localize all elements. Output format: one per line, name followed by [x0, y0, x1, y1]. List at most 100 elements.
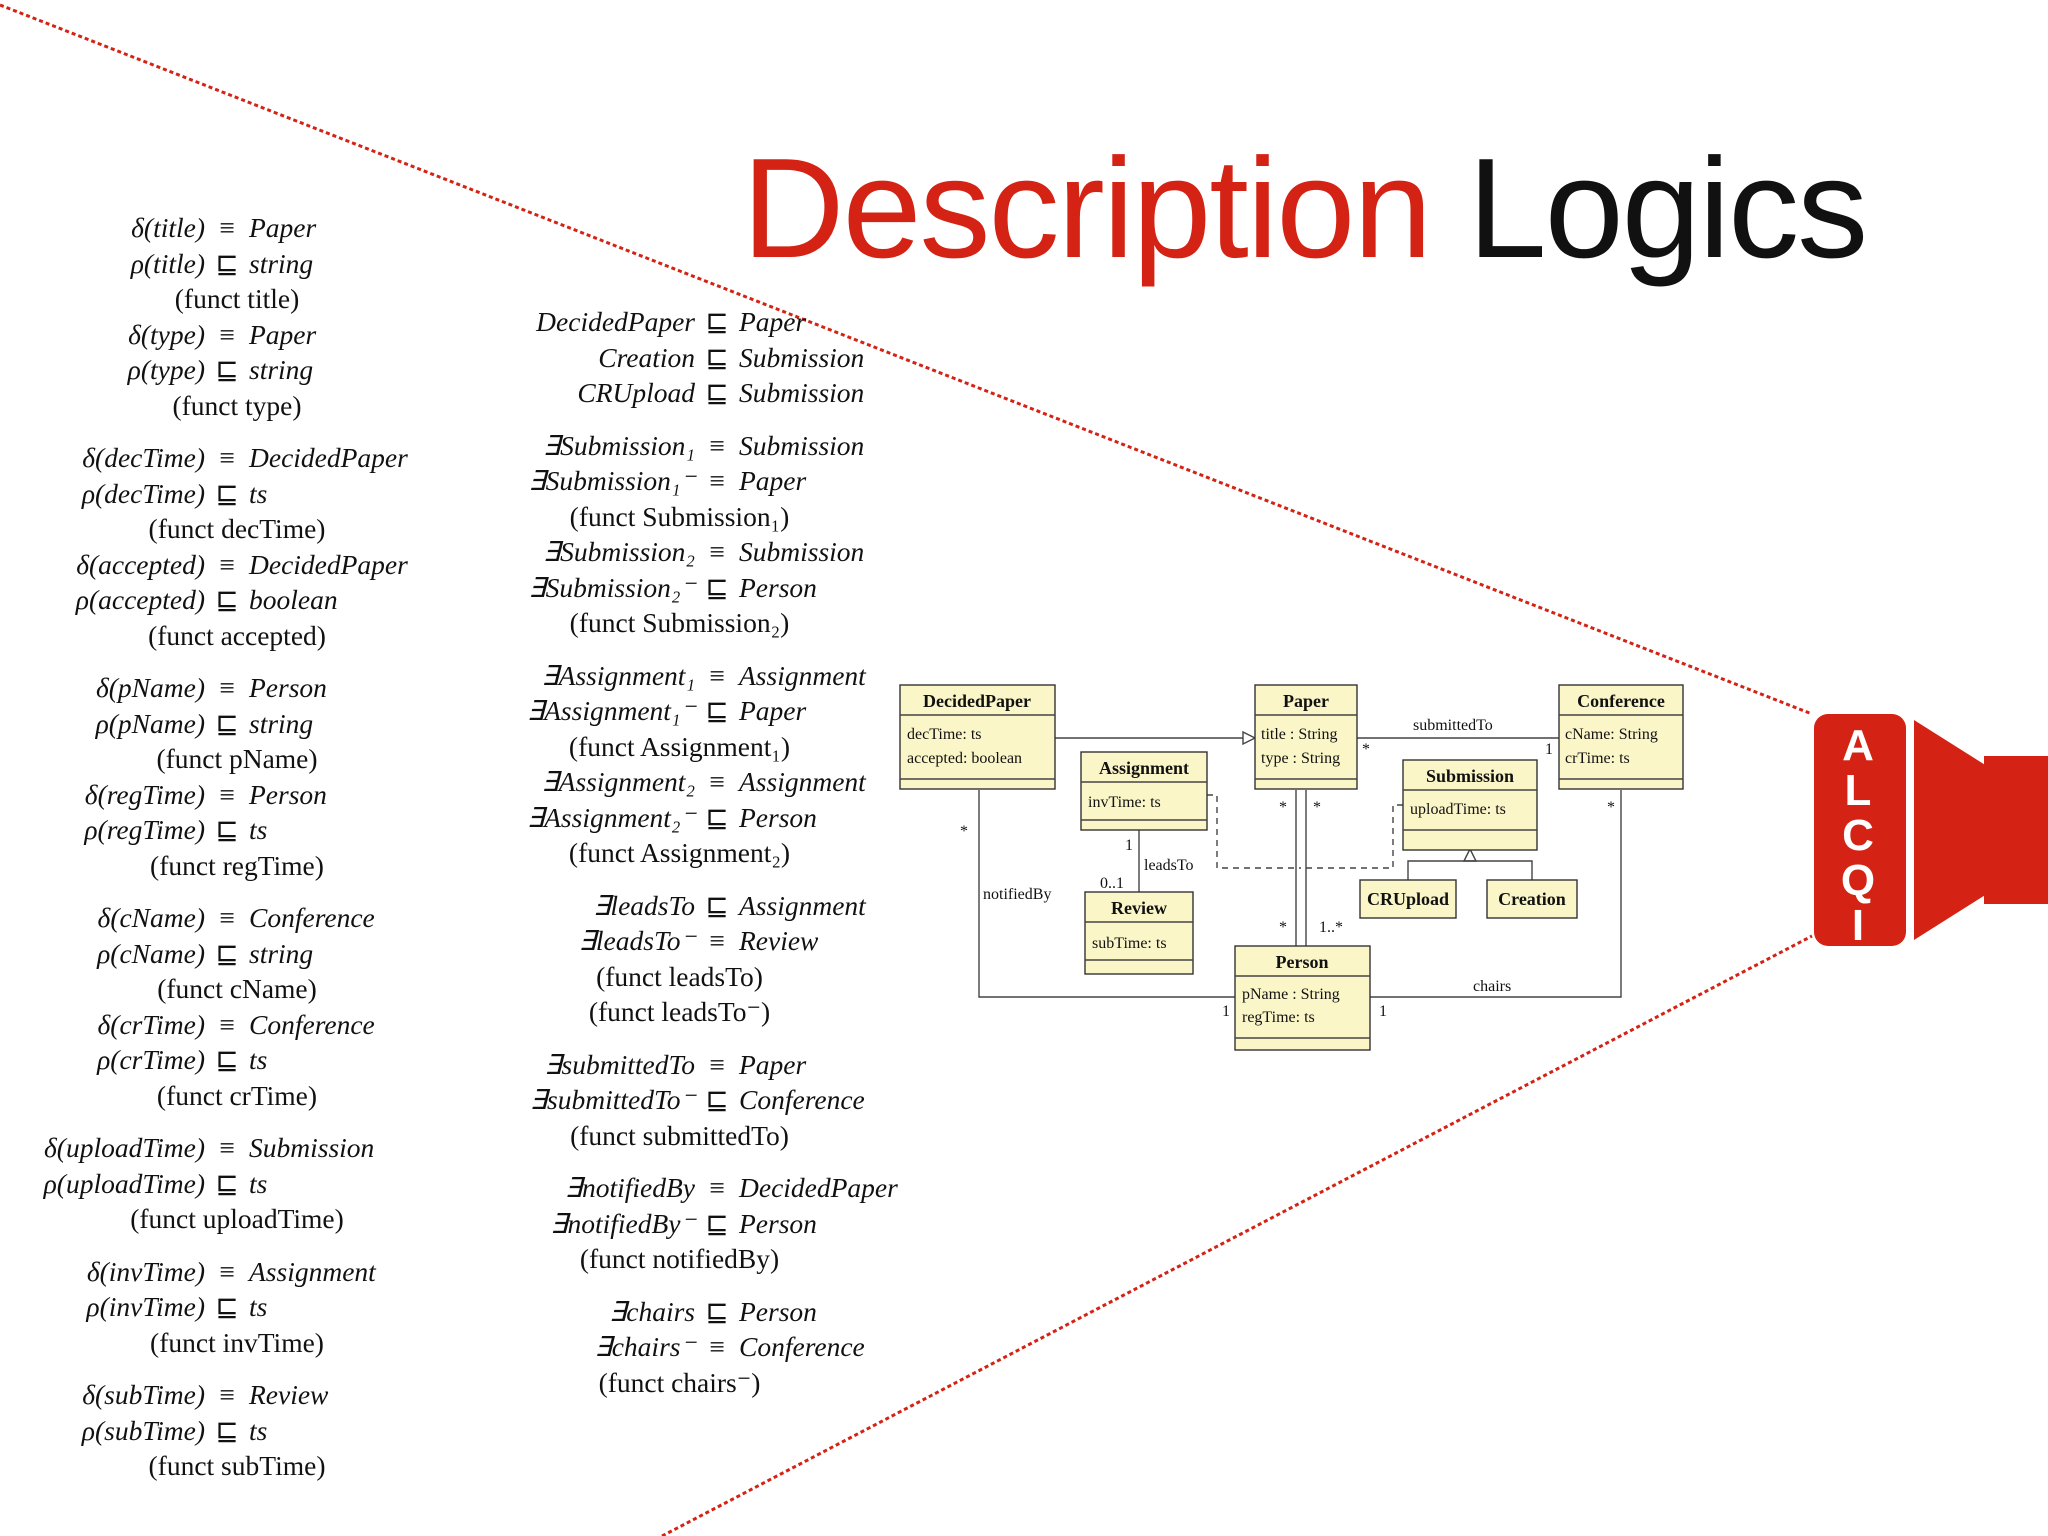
axiom-rhs: ts: [249, 1414, 268, 1446]
funct-text: (funct decTime): [148, 513, 326, 544]
axiom-lhs: δ(uploadTime): [44, 1132, 205, 1163]
axiom-operator: ≡: [709, 766, 725, 797]
axiom-rhs: Review: [739, 925, 819, 956]
axiom-lhs: ∃submittedTo: [544, 1048, 695, 1080]
multiplicity-label: 1: [1379, 1003, 1387, 1020]
axiom-line: δ(invTime)≡Assignment: [10, 1254, 464, 1290]
multiplicity-label: *: [1313, 799, 1321, 816]
axiom-rhs: Assignment: [739, 766, 866, 797]
axiom-operator: ⊑: [215, 1167, 239, 1199]
uml-connectors: [978, 730, 1622, 998]
axiom-lhs: ∃Assignment₁⁻: [526, 695, 695, 726]
axiom-line: DecidedPaper⊑Paper: [455, 304, 904, 340]
axiom-lhs: δ(subTime): [82, 1379, 205, 1410]
funct-axiom: (funct Submission₂): [455, 605, 904, 641]
axiom-line: ∃Assignment₁⁻⊑Paper: [455, 693, 904, 729]
multiplicity-label: *: [960, 823, 968, 840]
axiom-group: ∃submittedTo≡Paper∃submittedTo⁻⊑Conferen…: [455, 1047, 904, 1154]
class-name: Paper: [1283, 691, 1329, 711]
logo-lens: [1914, 720, 1990, 940]
class-attr: accepted: boolean: [907, 750, 1022, 767]
axiom-lhs: δ(decTime): [82, 442, 205, 473]
axiom-lhs: ∃notifiedBy: [564, 1172, 695, 1203]
class-name: CRUpload: [1367, 889, 1449, 909]
axiom-lhs: δ(invTime): [86, 1255, 205, 1287]
axiom-rhs: Conference: [739, 1084, 865, 1115]
class-attr: pName : String: [1242, 986, 1340, 1003]
axiom-line: ∃chairs⊑Person: [455, 1294, 904, 1330]
funct-text: (funct regTime): [150, 849, 324, 881]
funct-axiom: (funct notifiedBy): [455, 1241, 904, 1277]
generalization-arrow-icon: [1242, 730, 1257, 746]
axiom-lhs: δ(cName): [97, 902, 205, 933]
axiom-lhs: ∃chairs⁻: [594, 1331, 695, 1362]
axiom-line: δ(pName)≡Person: [10, 670, 464, 706]
axiom-lhs: ∃leadsTo⁻: [578, 925, 695, 956]
axiom-operator: ≡: [709, 1172, 725, 1203]
hierarchy-arrow-icon: [1462, 847, 1478, 862]
axiom-line: δ(type)≡Paper: [10, 317, 464, 353]
funct-text: (funct subTime): [148, 1450, 326, 1481]
class-name: Conference: [1577, 691, 1665, 711]
axiom-operator: ≡: [219, 212, 235, 243]
axiom-lhs: ρ(regTime): [84, 814, 205, 845]
axiom-operator: ≡: [219, 318, 235, 350]
axiom-rhs: string: [249, 247, 314, 279]
axiom-line: δ(uploadTime)≡Submission: [10, 1130, 464, 1166]
axiom-line: ∃submittedTo⁻⊑Conference: [455, 1082, 904, 1118]
class-submission: Submission uploadTime: ts: [1402, 759, 1538, 851]
axiom-operator: ⊑: [215, 247, 239, 279]
axiom-operator: ⊑: [215, 1044, 239, 1075]
multiplicity-label: 1: [1545, 741, 1553, 758]
funct-axiom: (funct title): [10, 281, 464, 317]
axiom-operator: ≡: [219, 778, 235, 810]
axiom-operator: ⊑: [215, 1291, 239, 1322]
funct-axiom: (funct leadsTo): [455, 959, 904, 995]
axiom-lhs: ρ(subTime): [81, 1414, 205, 1446]
title-word-description: Description: [742, 129, 1432, 288]
axiom-operator: ≡: [709, 465, 725, 496]
axiom-line: δ(decTime) ≡ DecidedPaper: [10, 440, 464, 476]
multiplicity-label: 1: [1125, 837, 1133, 854]
axiom-operator: ≡: [709, 1048, 725, 1080]
class-attr: uploadTime: ts: [1410, 801, 1506, 818]
multiplicity-label: 0..1: [1100, 875, 1124, 892]
axiom-operator: ≡: [219, 442, 235, 473]
uml-class-diagram: DecidedPaper decTime: ts accepted: boole…: [899, 684, 1684, 1051]
axiom-line: ∃leadsTo⊑Assignment: [455, 888, 904, 924]
axiom-rhs: ts: [249, 1044, 268, 1075]
axiom-lhs: ∃leadsTo: [593, 889, 695, 921]
chairs-label: chairs: [1473, 978, 1511, 995]
axiom-operator: ⊑: [215, 707, 239, 739]
axiom-lhs: δ(pName): [95, 672, 205, 703]
axiom-lhs: CRUpload: [577, 377, 695, 408]
axiom-rhs: Paper: [249, 212, 317, 243]
funct-axiom: (funct subTime): [10, 1448, 464, 1484]
funct-axiom: (funct Assignment₁): [455, 729, 904, 765]
axiom-lhs: ∃submittedTo⁻: [529, 1084, 695, 1115]
funct-axiom: (funct leadsTo⁻): [455, 994, 904, 1030]
axiom-line: ∃Submission₂≡Submission: [455, 534, 904, 570]
funct-text: (funct title): [174, 283, 300, 314]
axiom-rhs: Review: [249, 1379, 329, 1410]
axiom-rhs: Assignment: [739, 889, 866, 921]
axiom-line: ∃notifiedBy⁻⊑Person: [455, 1206, 904, 1242]
axiom-line: δ(regTime)≡Person: [10, 777, 464, 813]
axiom-lhs: ∃Assignment₁: [541, 659, 695, 691]
axiom-rhs: Conference: [249, 902, 375, 933]
axiom-lhs: ∃Submission₁: [542, 429, 695, 461]
axiom-line: Creation⊑Submission: [455, 340, 904, 376]
axiom-rhs: DecidedPaper: [249, 442, 408, 473]
logo-letter: L: [1845, 766, 1872, 815]
funct-axiom: (funct Submission₁): [455, 499, 904, 535]
axiom-line: δ(subTime)≡Review: [10, 1377, 464, 1413]
axiom-operator: ⊑: [215, 937, 239, 969]
axiom-operator: ⊑: [705, 695, 729, 726]
funct-text: (funct cName): [157, 973, 317, 1004]
axiom-operator: ⊑: [705, 571, 729, 603]
axiom-rhs: Paper: [249, 318, 317, 350]
